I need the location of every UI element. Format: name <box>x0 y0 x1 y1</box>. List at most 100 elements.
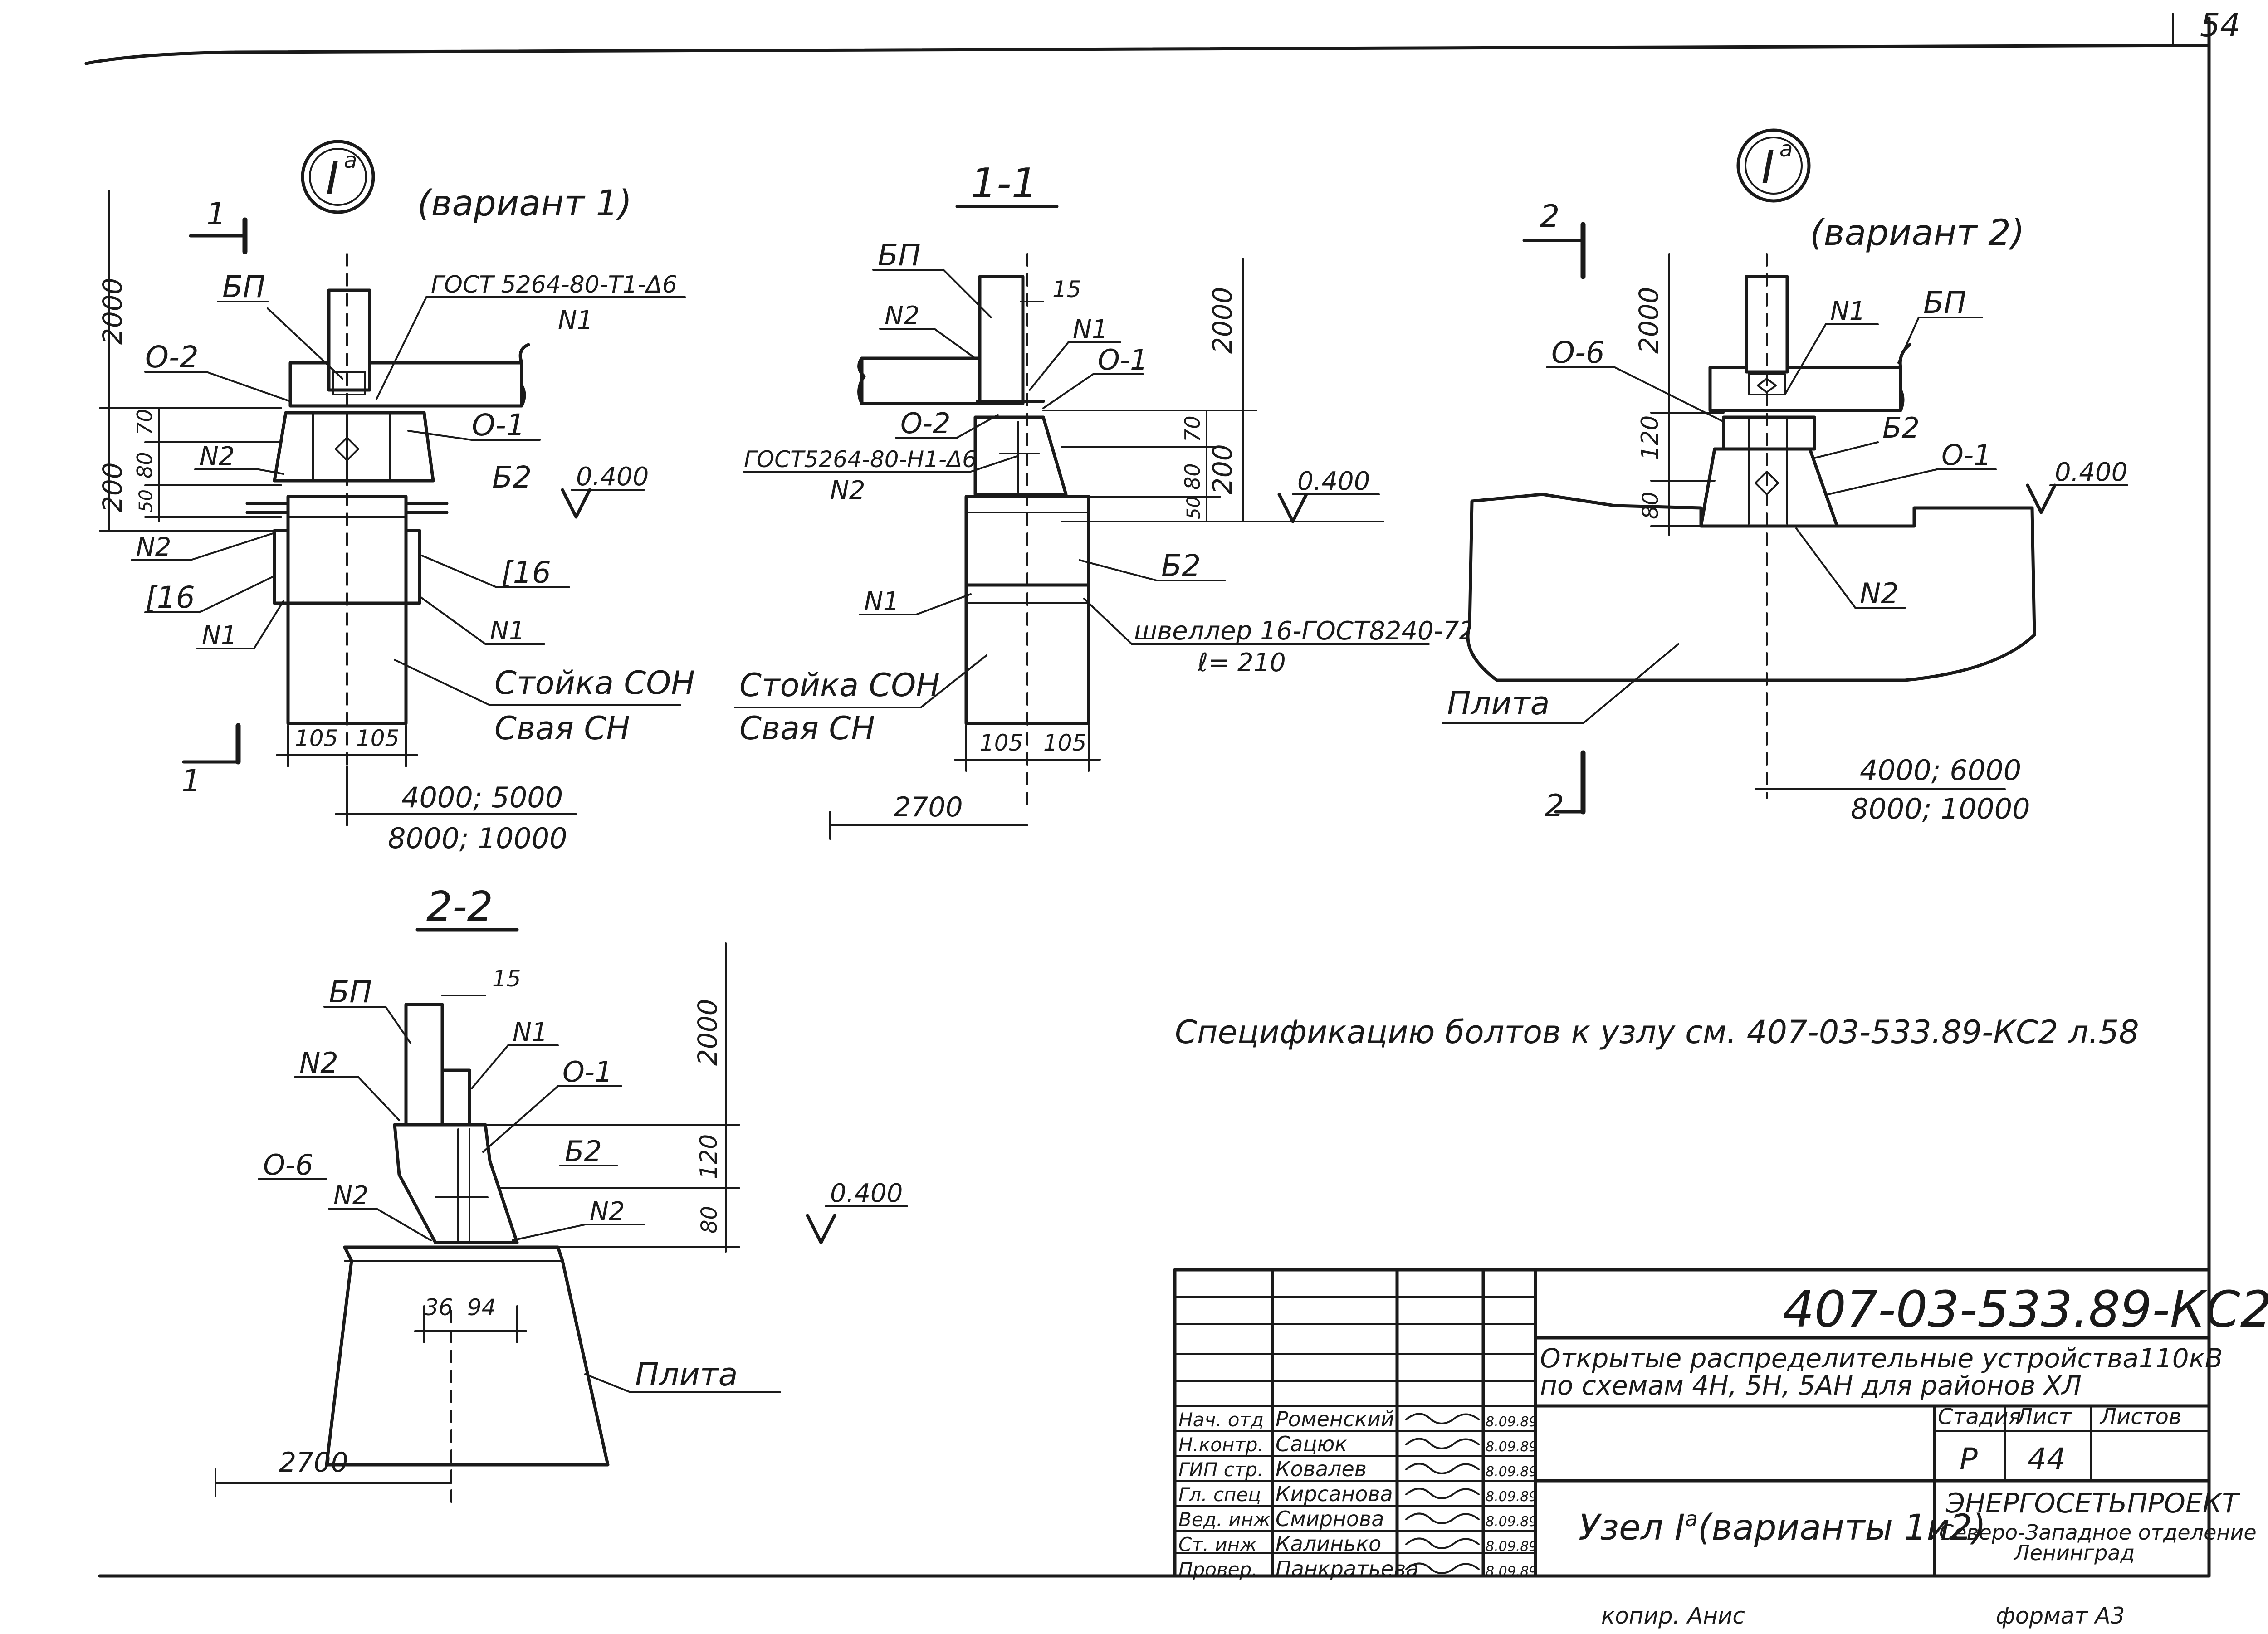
v1-dim-105a: 105 <box>295 725 338 751</box>
head-bracket-1 <box>273 411 435 483</box>
v11-label-stoika: Стойка СОН <box>739 667 940 704</box>
v1-dim-80: 80 <box>132 452 157 478</box>
v1-label-n1-left: N1 <box>202 621 237 650</box>
v22-label-n2b: N2 <box>333 1181 369 1210</box>
v11-label-length: ℓ= 210 <box>1197 648 1286 678</box>
v11-label-n2b: N2 <box>830 476 865 505</box>
v1-dim-70: 70 <box>132 409 157 435</box>
v22-label-n1: N1 <box>513 1018 548 1047</box>
tb-staff-date: 8.09.89 <box>1486 1539 1538 1555</box>
v1-label-c16-right: [16 <box>501 555 551 590</box>
v11-dim-2700: 2700 <box>894 791 963 823</box>
tb-staff-name: Ковалев <box>1276 1457 1367 1481</box>
footer-copy: копир. <box>1601 1603 1680 1629</box>
tb-staff-signature <box>1405 1562 1480 1574</box>
plita-slab-22 <box>325 1245 610 1467</box>
view11-title: 1-1 <box>971 160 1037 207</box>
v2-dim-span2: 8000; 10000 <box>1851 792 2030 825</box>
tb-staff-signature <box>1405 1438 1480 1449</box>
stoika-body-11 <box>964 495 1090 725</box>
v11-dim-70: 70 <box>1180 415 1205 442</box>
v1-label-bp: БП <box>222 269 265 304</box>
bolts-note: Спецификацию болтов к узлу см. 407-03-53… <box>1175 1014 2139 1051</box>
node-bubble-1-text: I <box>326 152 339 205</box>
v1-dim-span1: 4000; 5000 <box>401 781 563 814</box>
v2-label-n1: N1 <box>1830 297 1866 326</box>
v11-label-n1b: N1 <box>864 587 899 616</box>
tb-staff-name: Роменский <box>1276 1407 1394 1431</box>
v1-label-o1: О-1 <box>472 408 525 443</box>
v11-label-o1: О-1 <box>1098 343 1148 376</box>
v22-label-level: 0.400 <box>830 1179 903 1208</box>
v11-label-bp: БП <box>878 238 921 273</box>
head-bracket-22 <box>393 1123 519 1244</box>
v11-dim-105b: 105 <box>1043 730 1086 756</box>
view22-title: 2-2 <box>426 883 493 931</box>
tb-org-line3: Ленинград <box>2013 1541 2135 1565</box>
tb-staff-signature <box>1405 1537 1480 1549</box>
node-bubble-2-text: I <box>1761 141 1775 194</box>
tb-drawing-title: Узел Iа(варианты 1и2) <box>1579 1507 1986 1548</box>
beam-bp-2 <box>1708 366 1902 412</box>
cut-mark-2-top: 2 <box>1540 199 1559 234</box>
tb-staff-role: Нач. отд <box>1178 1409 1264 1431</box>
v11-label-n2: N2 <box>885 301 920 331</box>
v11-label-svaya: Свая СН <box>739 710 875 747</box>
tb-org-line2: Северо-Западное отделение <box>1939 1520 2257 1545</box>
v1-label-n2: N2 <box>200 442 235 471</box>
tb-staff-date: 8.09.89 <box>1486 1414 1538 1430</box>
v1-dim-50: 50 <box>136 489 156 512</box>
v22-dim-94: 94 <box>467 1294 496 1321</box>
title-block: 407-03-533.89-КС2 Открытые распределител… <box>1173 1268 2268 1581</box>
v11-label-shveller: швеллер 16-ГОСТ8240-72* <box>1134 616 1488 646</box>
v2-label-b2: Б2 <box>1882 411 1920 444</box>
v1-dim-2000: 2000 <box>97 278 128 345</box>
view-variant-1: I а (вариант 1) 1 1 2000 200 70 80 50 <box>97 140 695 855</box>
footer-copier: Анис <box>1686 1603 1745 1629</box>
v11-label-level: 0.400 <box>1297 467 1370 496</box>
tb-staff-role: Гл. спец <box>1178 1483 1261 1506</box>
v1-dim-span2: 8000; 10000 <box>388 822 567 855</box>
beam-bp-1 <box>288 361 523 408</box>
v1-dim-105b: 105 <box>356 725 399 751</box>
v1-label-n2b: N2 <box>136 532 171 562</box>
v11-dim-200: 200 <box>1207 444 1238 494</box>
v2-dim-span1: 4000; 6000 <box>1860 754 2021 787</box>
tb-staff-signature <box>1405 1413 1480 1424</box>
v2-label-o1: О-1 <box>1941 439 1992 472</box>
v1-dim-200: 200 <box>97 462 128 512</box>
v22-dim-2000: 2000 <box>692 999 723 1066</box>
tb-staff-name: Панкратьева <box>1276 1556 1419 1581</box>
tb-sheet-header: Лист <box>2015 1404 2072 1429</box>
v22-label-bp: БП <box>329 975 372 1010</box>
v1-label-level: 0.400 <box>576 462 649 492</box>
svg-text:а: а <box>1779 137 1793 162</box>
tb-staff-name: Калинько <box>1276 1532 1381 1556</box>
v1-label-o2: О-2 <box>145 340 199 375</box>
v11-label-b2: Б2 <box>1161 548 1201 583</box>
plita-slab-2 <box>1466 493 2036 682</box>
v22-label-n2: N2 <box>299 1046 338 1079</box>
v11-label-o2: О-2 <box>900 407 951 440</box>
v11-label-gost: ГОСТ5264-80-Н1-Δ6 <box>744 446 977 473</box>
view1-title: (вариант 1) <box>417 183 632 224</box>
tb-stage: Р <box>1960 1442 1978 1477</box>
v11-dim-80: 80 <box>1180 463 1205 490</box>
v22-label-o6: О-6 <box>263 1148 313 1181</box>
v2-dim-80: 80 <box>1638 492 1663 519</box>
v1-label-c16-left: [16 <box>145 580 195 615</box>
v1-label-stoika: Стойка СОН <box>494 664 695 702</box>
v22-dim-80: 80 <box>697 1206 722 1234</box>
v1-label-n1: N1 <box>558 306 593 335</box>
v11-dim-15: 15 <box>1052 276 1081 302</box>
cut-mark-2-bottom: 2 <box>1545 788 1564 824</box>
v2-dim-2000: 2000 <box>1633 287 1664 354</box>
footer-format: формат А3 <box>1996 1603 2125 1629</box>
tb-stage-header: Стадия <box>1938 1404 2021 1429</box>
tb-staff-date: 8.09.89 <box>1486 1439 1538 1455</box>
node-bubble-2 <box>1736 128 1811 203</box>
v2-label-o6: О-6 <box>1551 335 1605 370</box>
v2-label-plita: Плита <box>1447 685 1550 722</box>
